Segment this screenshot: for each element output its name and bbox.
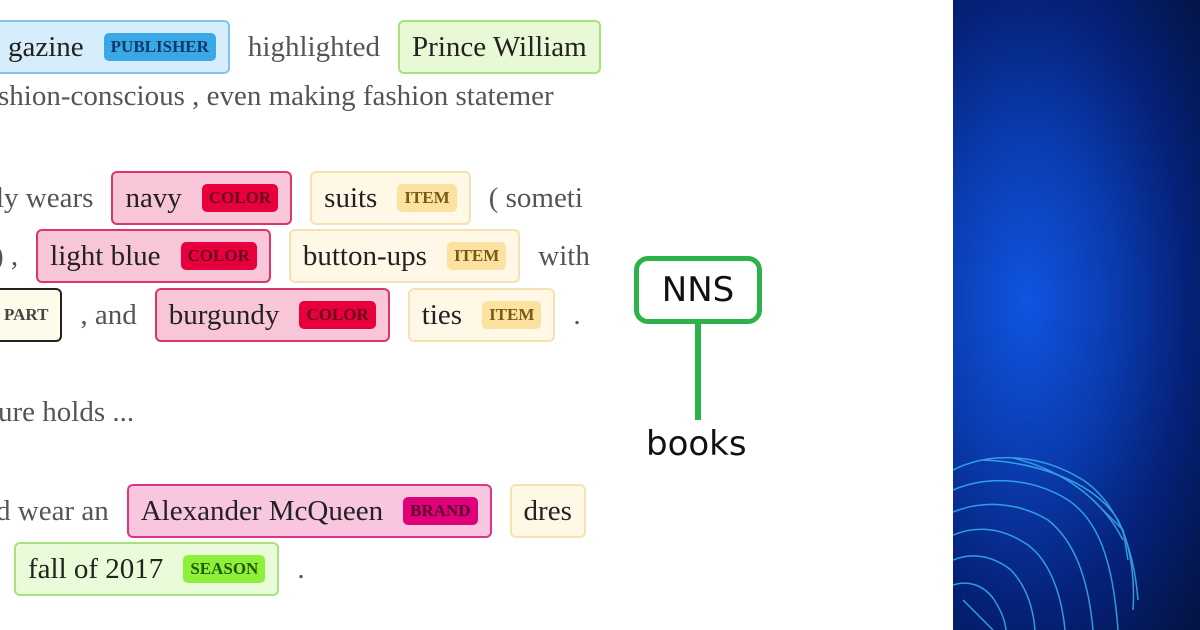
text-line-7: d wear an Alexander McQueen BRAND dres xyxy=(0,484,604,538)
entity-label: SEASON xyxy=(183,555,266,583)
token: . xyxy=(297,552,305,585)
entity-color[interactable]: navy COLOR xyxy=(111,171,293,225)
entity-text: dres xyxy=(523,494,572,527)
token: ) , xyxy=(0,239,19,272)
entity-label: ITEM xyxy=(446,242,507,270)
entity-item[interactable]: dres xyxy=(509,484,586,538)
text-line-6: ure holds ... xyxy=(0,396,134,429)
entity-color[interactable]: light blue COLOR xyxy=(36,229,271,283)
token: ( someti xyxy=(488,181,583,214)
entity-item[interactable]: button-ups ITEM xyxy=(288,229,521,283)
text-line-8: fall of 2017 SEASON . xyxy=(14,542,323,596)
fingerprint-icon xyxy=(953,456,1139,630)
entity-person[interactable]: Prince William xyxy=(398,20,601,74)
pos-tag-node: NNS xyxy=(634,256,762,324)
token: , and xyxy=(80,298,137,331)
token: . xyxy=(573,298,581,331)
text-line-4: ) , light blue COLOR button-ups ITEM wit… xyxy=(0,229,608,283)
text-line-5: PART , and burgundy COLOR ties ITEM . xyxy=(0,288,599,342)
token: d wear an xyxy=(0,494,109,527)
entity-part[interactable]: PART xyxy=(0,288,63,342)
entity-item[interactable]: suits ITEM xyxy=(310,171,471,225)
text-line-1: gazine PUBLISHER highlighted Prince Will… xyxy=(0,20,619,74)
entity-brand[interactable]: Alexander McQueen BRAND xyxy=(126,484,492,538)
entity-color[interactable]: burgundy COLOR xyxy=(154,288,390,342)
entity-text: ties xyxy=(421,298,463,331)
entity-text: navy xyxy=(125,181,182,214)
entity-label: PUBLISHER xyxy=(103,33,216,61)
entity-text: light blue xyxy=(50,239,161,272)
entity-text: burgundy xyxy=(168,298,280,331)
entity-text: suits xyxy=(324,181,378,214)
entity-publisher[interactable]: gazine PUBLISHER xyxy=(0,20,230,74)
entity-label: BRAND xyxy=(403,497,478,525)
entity-text: Prince William xyxy=(412,30,587,63)
token: ly wears xyxy=(0,181,94,214)
tree-edge xyxy=(695,324,701,420)
leaf-word: books xyxy=(646,424,747,464)
token: ure holds ... xyxy=(0,396,135,428)
entity-label: ITEM xyxy=(397,184,457,212)
token: highlighted xyxy=(247,30,381,63)
entity-season[interactable]: fall of 2017 SEASON xyxy=(14,542,280,596)
entity-label: ITEM xyxy=(482,301,542,329)
token: with xyxy=(538,239,590,272)
text-line-3: ly wears navy COLOR suits ITEM ( someti xyxy=(0,171,601,225)
entity-label: COLOR xyxy=(299,301,376,329)
entity-text: gazine xyxy=(8,30,84,63)
entity-label: PART xyxy=(4,305,49,324)
text-line-2: shion-conscious , even making fashion st… xyxy=(0,80,554,113)
ner-annotation-view: gazine PUBLISHER highlighted Prince Will… xyxy=(0,20,619,596)
token: shion-conscious , even making fashion st… xyxy=(0,80,554,112)
entity-item[interactable]: ties ITEM xyxy=(407,288,556,342)
entity-label: COLOR xyxy=(180,242,257,270)
entity-text: Alexander McQueen xyxy=(140,494,384,527)
entity-text: fall of 2017 xyxy=(28,552,164,585)
entity-label: COLOR xyxy=(201,184,279,212)
entity-text: button-ups xyxy=(302,239,427,272)
decorative-blue-panel xyxy=(953,0,1200,630)
